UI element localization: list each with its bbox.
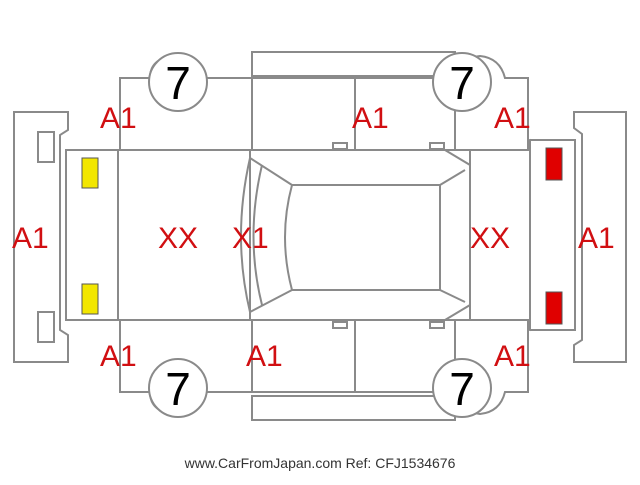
front-bumper — [13, 111, 69, 363]
code-top-right-fender: A1 — [494, 102, 531, 135]
wheel-rear-right: 7 — [432, 358, 492, 418]
tire-label-front-right: 7 — [165, 363, 191, 415]
code-hood: XX — [158, 222, 198, 255]
code-rear-bumper: A1 — [578, 222, 615, 255]
code-top-doors: A1 — [352, 102, 389, 135]
tire-label-front-left: 7 — [165, 57, 191, 109]
rear-bumper — [573, 111, 627, 363]
wheel-front-right: 7 — [148, 358, 208, 418]
wheel-rear-left: 7 — [432, 52, 492, 112]
headlight-marker-left — [81, 157, 99, 189]
code-front-bumper: A1 — [12, 222, 49, 255]
headlight-marker-right — [81, 283, 99, 315]
code-top-left-fender: A1 — [100, 102, 137, 135]
code-windshield: X1 — [232, 222, 269, 255]
code-bottom-right-fender: A1 — [494, 340, 531, 373]
code-bottom-front-door: A1 — [246, 340, 283, 373]
car-body — [65, 138, 576, 332]
code-bottom-left-fender: A1 — [100, 340, 137, 373]
code-trunk: XX — [470, 222, 510, 255]
wheel-front-left: 7 — [148, 52, 208, 112]
taillight-marker-right — [545, 291, 563, 325]
tire-label-rear-left: 7 — [449, 57, 475, 109]
watermark-text: www.CarFromJapan.com Ref: CFJ1534676 — [184, 455, 456, 471]
taillight-marker-left — [545, 147, 563, 181]
tire-label-rear-right: 7 — [449, 363, 475, 415]
